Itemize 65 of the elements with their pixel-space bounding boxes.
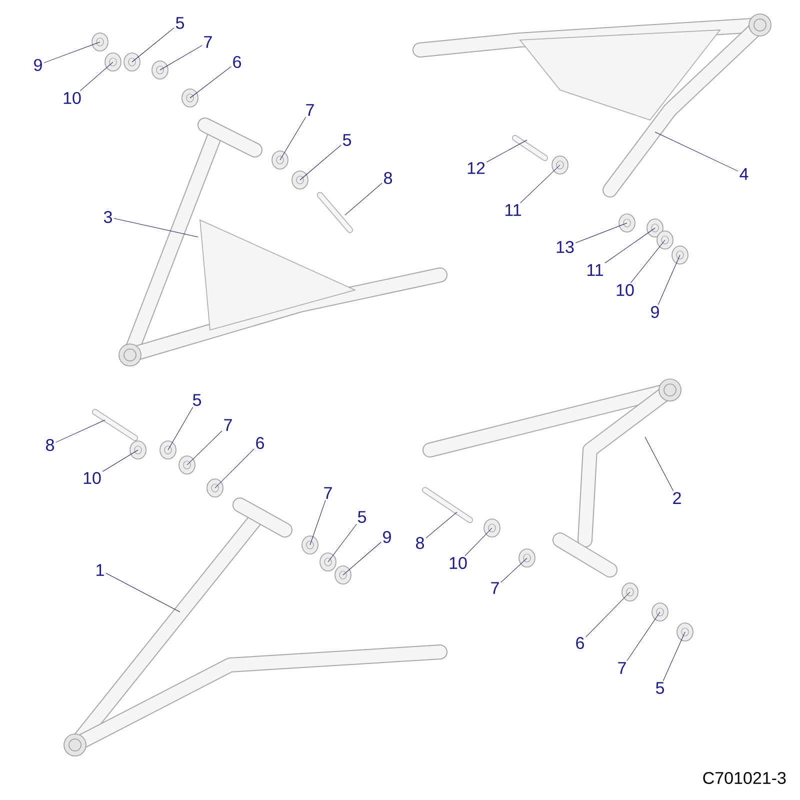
callout-number: 11 (505, 204, 521, 216)
callout-number: 6 (256, 436, 264, 450)
callout-number: 7 (618, 662, 626, 674)
callout-number: 13 (556, 240, 574, 254)
callout-number: 1 (96, 564, 104, 576)
leader-line (500, 558, 528, 583)
callout-number: 5 (342, 134, 352, 146)
leader-line (644, 436, 674, 492)
leader-line (520, 164, 560, 204)
callout-number: 9 (34, 58, 42, 72)
leader-line (626, 612, 660, 662)
leader-line (662, 632, 686, 682)
callout-number: 7 (491, 582, 499, 594)
leader-line (114, 218, 198, 238)
callout-number: 7 (224, 419, 232, 431)
callout-number: 10 (84, 472, 101, 484)
callout-number: 11 (587, 264, 603, 276)
callout-number: 10 (616, 284, 634, 296)
callout-number: 7 (204, 36, 212, 48)
leader-line (575, 222, 628, 244)
leader-line (654, 132, 738, 172)
leader-line (658, 254, 680, 306)
leader-line (630, 240, 666, 284)
callout-number: 10 (64, 92, 81, 104)
leader-line (168, 406, 194, 450)
leader-line (426, 512, 458, 538)
leader-line (186, 430, 222, 466)
leader-line (342, 542, 382, 576)
leader-line (214, 448, 254, 488)
callout-number: 8 (384, 172, 392, 184)
leader-line (280, 116, 306, 160)
callout-number: 9 (651, 306, 659, 318)
leader-line (56, 420, 106, 443)
leader-line (80, 62, 114, 92)
leader-line (102, 450, 138, 472)
callout-number: 10 (450, 556, 467, 570)
drawing-number: C701021-3 (703, 772, 786, 784)
callout-number: 7 (324, 487, 332, 499)
leader-line (300, 144, 342, 180)
leader-line (344, 182, 382, 216)
callout-number: 8 (46, 438, 54, 452)
leader-line (328, 524, 357, 562)
callout-number: 9 (383, 530, 391, 544)
leader-line (106, 572, 180, 612)
callout-number: 5 (176, 17, 184, 29)
callout-number: 2 (673, 492, 681, 504)
callout-number: 5 (358, 511, 366, 523)
callout-number: 4 (740, 168, 748, 180)
callout-number: 7 (306, 104, 314, 116)
leader-line (464, 528, 492, 556)
leader-line (132, 28, 174, 62)
callout-number: 8 (416, 536, 424, 550)
leader-line (486, 140, 528, 162)
callout-number: 5 (656, 682, 664, 694)
callout-number: 12 (468, 162, 485, 174)
leader-line (310, 500, 326, 546)
leader-line (604, 228, 656, 264)
callout-number: 6 (576, 637, 584, 650)
leader-line (586, 592, 630, 638)
callout-number: 6 (233, 56, 241, 68)
leader-line (44, 42, 100, 64)
leader-line (160, 45, 202, 70)
leader-line (190, 66, 232, 98)
callout-number: 5 (192, 394, 201, 406)
callout-number: 3 (104, 210, 112, 224)
